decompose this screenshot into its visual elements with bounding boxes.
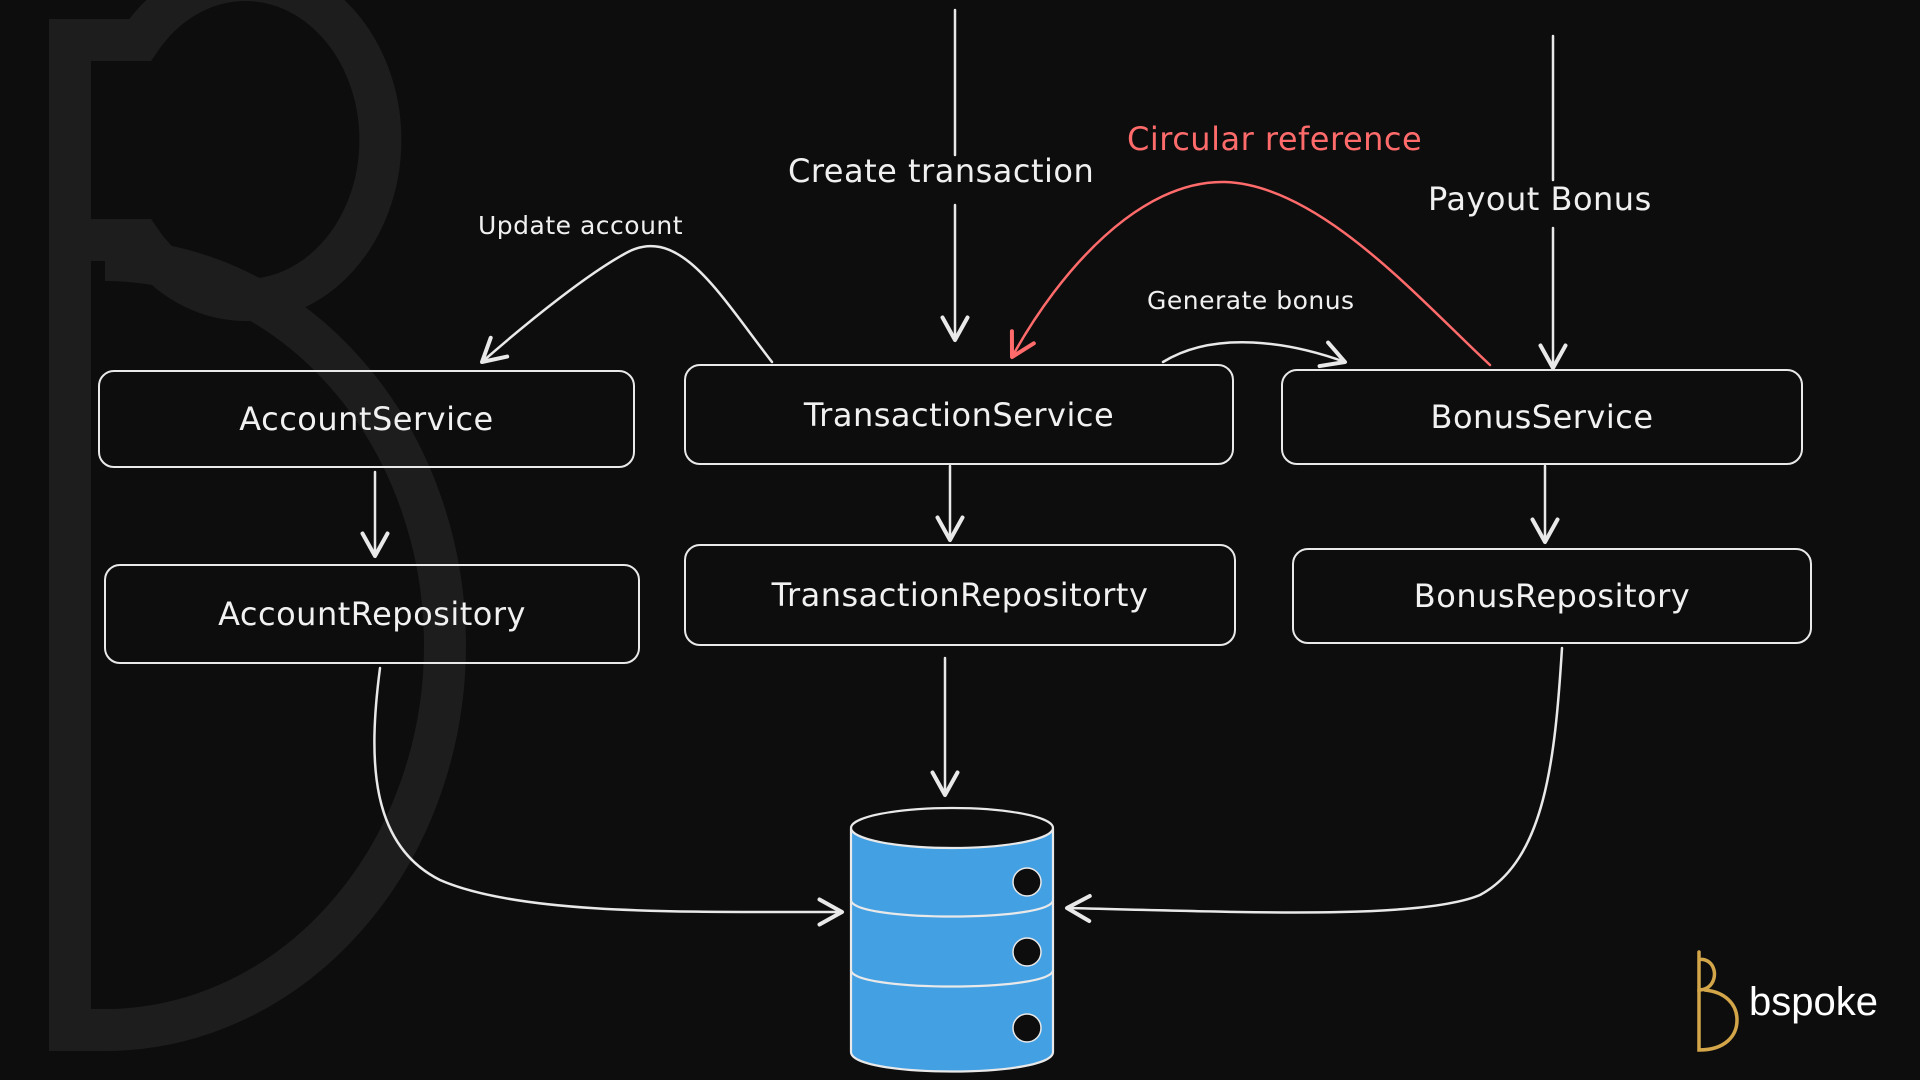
bonus-service-box: BonusService <box>1281 369 1803 465</box>
create-transaction-label: Create transaction <box>788 152 1095 190</box>
bonus-repository-label: BonusRepository <box>1413 577 1691 615</box>
bonus-service-label: BonusService <box>1430 398 1654 436</box>
bonus-repository-box: BonusRepository <box>1292 548 1812 644</box>
circular-reference-arrow <box>1009 180 1492 367</box>
transaction-repository-label: TransactionRepositorty <box>771 576 1149 614</box>
generate-bonus-label: Generate bonus <box>1147 286 1355 315</box>
transaction-service-box: TransactionService <box>684 364 1234 465</box>
update-account-label: Update account <box>478 211 684 240</box>
payout-bonus-label: Payout Bonus <box>1428 180 1652 218</box>
account-repository-label: AccountRepository <box>218 595 526 633</box>
transaction-repository-box: TransactionRepositorty <box>684 544 1236 646</box>
account-repository-box: AccountRepository <box>104 564 640 664</box>
generate-bonus-arrow <box>1161 340 1347 369</box>
transaction-service-label: TransactionService <box>803 395 1115 434</box>
bspoke-logo-icon <box>1697 950 1739 1052</box>
brand-name: bspoke <box>1749 979 1878 1024</box>
bonus-repo-to-db-arrow <box>1065 646 1564 924</box>
account-repo-to-db-arrow <box>373 666 844 927</box>
brand-logo: bspoke <box>1695 950 1878 1054</box>
update-account-arrow <box>480 244 774 364</box>
account-service-label: AccountService <box>239 400 494 438</box>
circular-reference-label: Circular reference <box>1127 120 1423 158</box>
account-service-box: AccountService <box>98 370 635 468</box>
